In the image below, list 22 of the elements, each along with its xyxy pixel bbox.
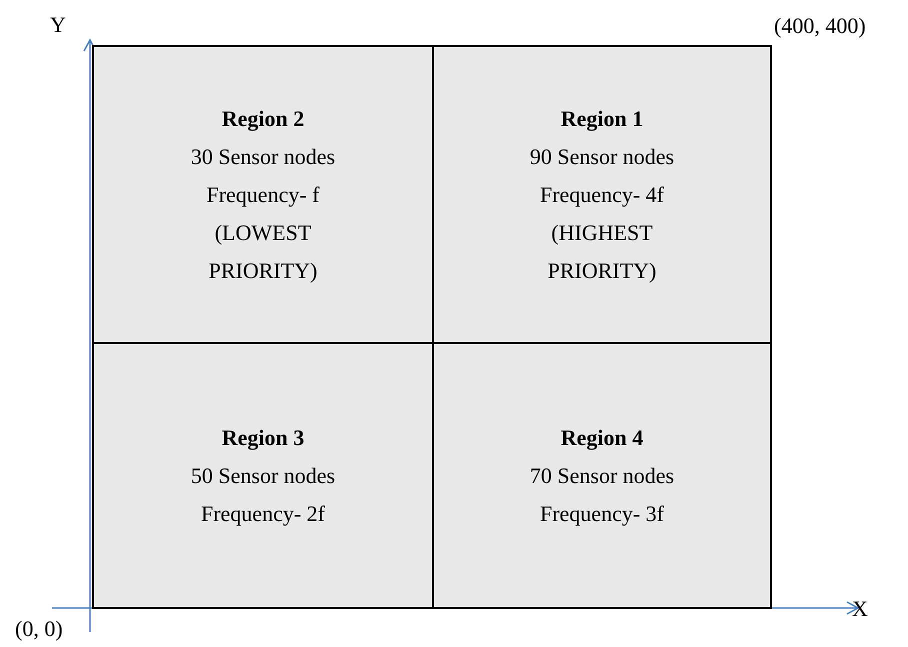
- region-text: 50 Sensor nodes: [190, 462, 336, 490]
- region-text: 90 Sensor nodes: [530, 142, 674, 170]
- region-heading: Region 1: [560, 104, 644, 133]
- region-box: [92, 342, 434, 609]
- region-text: (LOWEST PRIORITY): [208, 218, 318, 285]
- region-text: Frequency- 3f: [540, 500, 664, 528]
- region-box: [432, 342, 772, 609]
- axis-label: X: [852, 596, 868, 622]
- region-text: 30 Sensor nodes: [190, 142, 336, 170]
- region-box: [92, 45, 434, 344]
- region-text: Frequency- 4f: [540, 180, 664, 209]
- region-text: 70 Sensor nodes: [530, 462, 674, 490]
- coordinate-label: (0, 0): [15, 616, 63, 642]
- region-box: [432, 45, 772, 344]
- axis-label: Y: [50, 12, 66, 38]
- region-text: Frequency- f: [206, 180, 320, 209]
- region-text: Frequency- 2f: [200, 500, 325, 528]
- region-heading: Region 4: [560, 424, 644, 452]
- region-heading: Region 3: [222, 424, 304, 452]
- region-text: (HIGHEST PRIORITY): [546, 218, 658, 285]
- coordinate-label: (400, 400): [774, 13, 866, 39]
- region-heading: Region 2: [222, 104, 304, 133]
